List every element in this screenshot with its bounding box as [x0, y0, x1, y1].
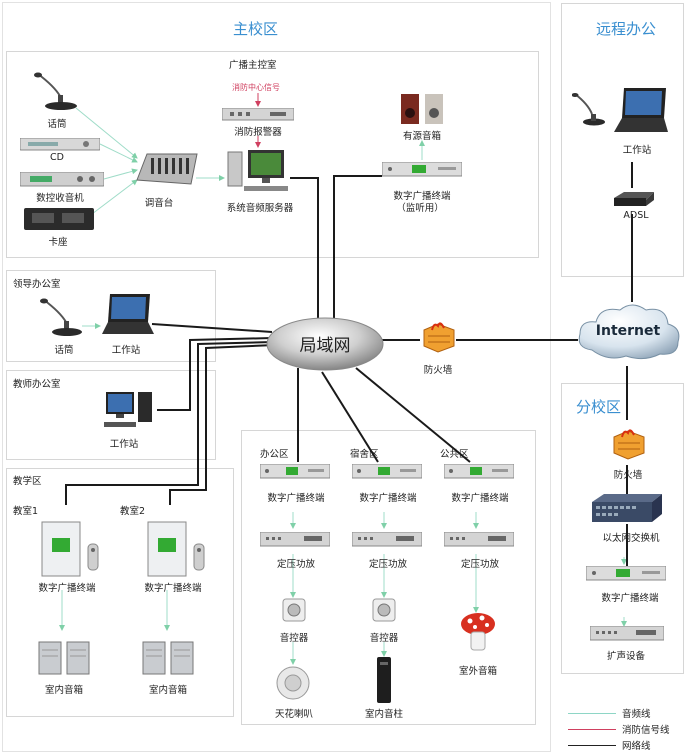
mixer-label: 调音台	[144, 198, 174, 209]
remote-microphone-icon	[571, 92, 606, 132]
dorm-amp-icon	[351, 531, 423, 552]
class2-speaker-label: 室内音箱	[148, 685, 188, 696]
leader-microphone-icon	[40, 298, 84, 342]
powered-speaker-label: 有源音箱	[402, 131, 442, 142]
office-terminal-icon	[259, 463, 331, 484]
public-terminal-icon	[443, 463, 515, 484]
dorm-area-label: 宿舍区	[350, 449, 379, 460]
audio-server-icon	[226, 148, 290, 198]
dorm-volume-control-icon	[372, 598, 396, 626]
class1-speaker-label: 室内音箱	[44, 685, 84, 696]
leader-ws-label: 工作站	[111, 345, 141, 356]
teacher-workstation-icon	[104, 388, 156, 436]
classroom1-terminal-icon	[40, 520, 106, 582]
internet-cloud-icon	[574, 300, 684, 368]
outdoor-speaker-icon	[460, 612, 496, 658]
legend-audio-label: 音频线	[622, 709, 651, 720]
office-area-label: 办公区	[260, 449, 289, 460]
classroom1-speaker-icon	[38, 638, 92, 682]
adsl-label: ADSL	[623, 210, 649, 221]
teacher-office-label: 教师办公室	[13, 379, 61, 390]
remote-ws-label: 工作站	[622, 145, 652, 156]
cd-label: CD	[50, 152, 64, 163]
mic-label: 话筒	[47, 119, 67, 130]
microphone-icon	[34, 72, 78, 116]
server-label: 系统音频服务器	[226, 203, 294, 214]
cd-player-icon	[19, 137, 101, 156]
lan-label: 局域网	[299, 336, 351, 356]
switch-label: 以太网交换机	[602, 533, 660, 544]
teaching-area-panel	[6, 468, 234, 717]
classroom2-speaker-icon	[142, 638, 196, 682]
remote-laptop-icon	[612, 86, 668, 140]
main-campus-title: 主校区	[233, 20, 279, 38]
legend-audio-line	[568, 713, 616, 714]
dorm-ctrl-label: 音控器	[369, 633, 399, 644]
office-volume-control-icon	[282, 598, 306, 626]
branch-terminal-label: 数字广播终端	[601, 593, 659, 604]
class1-terminal-label: 数字广播终端	[38, 583, 96, 594]
dorm-terminal-icon	[351, 463, 423, 484]
legend-network-label: 网络线	[622, 741, 651, 752]
fire-signal-label: 消防中心信号	[232, 83, 280, 92]
teacher-ws-label: 工作站	[109, 439, 139, 450]
column-speaker-icon	[376, 656, 392, 708]
leader-laptop-icon	[100, 292, 154, 342]
office-terminal-label: 数字广播终端	[267, 493, 325, 504]
remote-office-title: 远程办公	[596, 20, 657, 38]
legend-fire-label: 消防信号线	[622, 725, 670, 736]
internet-label: Internet	[595, 323, 661, 339]
office-ctrl-label: 音控器	[279, 633, 309, 644]
lan-cloud	[265, 316, 385, 376]
teaching-area-label: 教学区	[13, 476, 42, 487]
dorm-amp-label: 定压功放	[368, 559, 408, 570]
office-amp-label: 定压功放	[276, 559, 316, 570]
remote-office-panel	[561, 3, 684, 277]
fire-alarm-label: 消防报警器	[234, 127, 282, 138]
dorm-terminal-label: 数字广播终端	[359, 493, 417, 504]
leader-mic-label: 话筒	[54, 345, 74, 356]
legend-network-line	[568, 745, 616, 746]
public-area-label: 公共区	[440, 449, 469, 460]
legend-fire-line	[568, 729, 616, 730]
branch-speaker-label: 扩声设备	[606, 651, 646, 662]
powered-speaker-icon	[400, 93, 446, 131]
radio-tuner-icon	[19, 171, 105, 192]
column-speaker-label: 室内音柱	[364, 709, 404, 720]
public-amp-label: 定压功放	[460, 559, 500, 570]
class2-terminal-label: 数字广播终端	[144, 583, 202, 594]
firewall-main-icon	[420, 320, 456, 358]
outdoor-speaker-label: 室外音箱	[458, 666, 498, 677]
leader-office-label: 领导办公室	[13, 279, 61, 290]
classroom2-terminal-icon	[146, 520, 212, 582]
branch-terminal-icon	[585, 565, 667, 586]
adsl-modem-icon	[612, 188, 656, 214]
monitor-terminal-icon	[381, 161, 463, 182]
branch-campus-title: 分校区	[576, 398, 622, 416]
ceiling-speaker-label: 天花喇叭	[274, 709, 314, 720]
monitor-terminal-sublabel: （监听用）	[396, 203, 444, 214]
public-amp-icon	[443, 531, 515, 552]
control-room-label: 广播主控室	[229, 60, 277, 71]
branch-speaker-icon	[589, 625, 665, 646]
classroom1-label: 教室1	[13, 506, 39, 517]
radio-label: 数控收音机	[36, 193, 84, 204]
cassette-deck-icon	[24, 208, 94, 236]
deck-label: 卡座	[48, 237, 68, 248]
monitor-terminal-label: 数字广播终端	[393, 191, 451, 202]
firewall-branch-label: 防火墙	[613, 470, 643, 481]
office-amp-icon	[259, 531, 331, 552]
ceiling-speaker-icon	[276, 666, 310, 704]
switch-icon	[590, 492, 664, 530]
firewall-main-label: 防火墙	[423, 365, 453, 376]
mixer-icon	[135, 150, 199, 194]
firewall-branch-icon	[610, 427, 646, 465]
public-terminal-label: 数字广播终端	[451, 493, 509, 504]
classroom2-label: 教室2	[120, 506, 146, 517]
